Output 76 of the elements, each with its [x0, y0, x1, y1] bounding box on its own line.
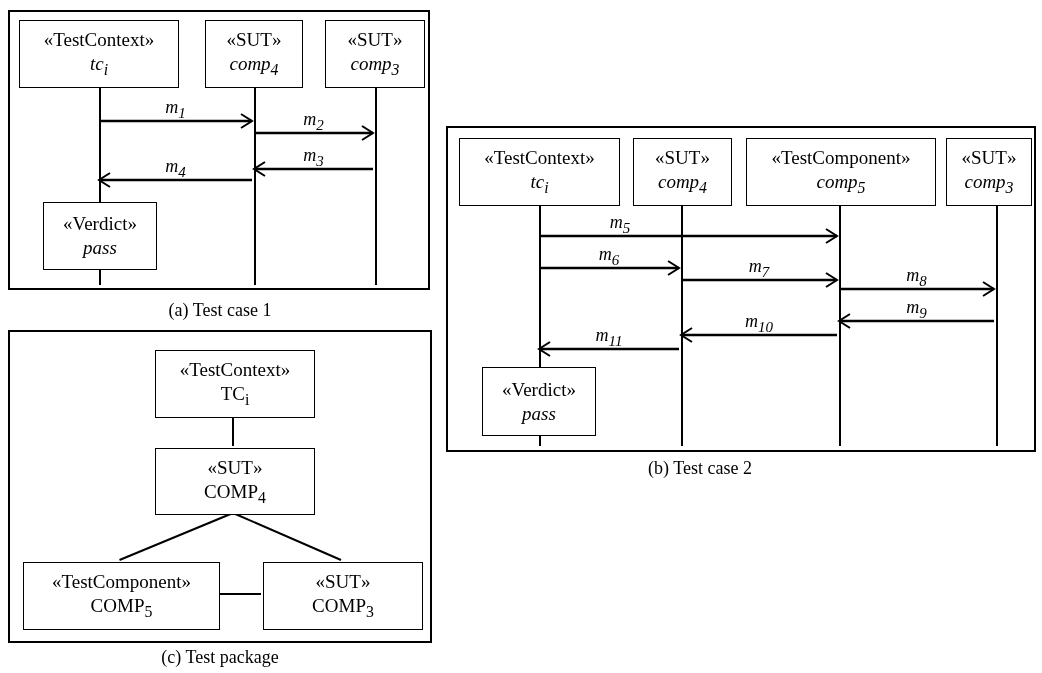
- lifeline: [996, 205, 998, 446]
- message-label: m$_{7}$: [748, 256, 770, 281]
- object-box: [155, 350, 315, 418]
- message-arrow: [680, 327, 837, 343]
- stereotype-label: «Verdict»: [502, 377, 576, 402]
- connector-line: [232, 415, 234, 447]
- connector-line: [217, 593, 262, 595]
- object-name: comp$_{5}$: [816, 170, 866, 198]
- lifeline: [99, 88, 101, 202]
- object-name: comp$_{4}$: [229, 52, 279, 80]
- lifeline: [539, 205, 541, 367]
- object-name: comp$_{3}$: [350, 52, 400, 80]
- message-label: m$_{1}$: [165, 97, 186, 122]
- message-label: m$_{8}$: [906, 265, 927, 290]
- stereotype-label: «TestComponent»: [771, 146, 911, 171]
- object-name: COMP$_{4}$: [204, 479, 266, 508]
- message-arrow: [839, 281, 995, 297]
- object-box: [746, 138, 936, 206]
- caption: (c) Test package: [161, 647, 279, 668]
- message-label: m$_{11}$: [595, 325, 623, 350]
- message-label: m$_{4}$: [165, 156, 186, 181]
- object-box: [43, 202, 157, 270]
- message-arrow: [253, 161, 373, 177]
- stereotype-label: «TestContext»: [43, 28, 155, 53]
- object-name: tc$_{i}$: [89, 52, 109, 80]
- message-arrow: [539, 260, 680, 276]
- caption: (b) Test case 2: [648, 458, 752, 479]
- stereotype-label: «TestContext»: [179, 358, 291, 383]
- object-box: [205, 20, 303, 88]
- message-arrow: [99, 113, 253, 129]
- stereotype-label: «SUT»: [226, 28, 282, 53]
- message-arrow: [98, 172, 252, 188]
- object-name: comp$_{4}$: [657, 170, 708, 198]
- message-label: m$_{3}$: [303, 145, 324, 170]
- stereotype-label: «SUT»: [655, 146, 710, 171]
- object-name: pass: [522, 401, 556, 426]
- stereotype-label: «Verdict»: [63, 212, 137, 236]
- lifeline: [254, 88, 256, 285]
- message-arrow: [254, 125, 374, 141]
- message-label: m$_{10}$: [745, 311, 773, 336]
- caption: (a) Test case 1: [168, 300, 272, 321]
- message-label: m$_{6}$: [598, 244, 620, 269]
- message-arrow: [539, 228, 838, 244]
- object-box: [155, 448, 315, 515]
- frame: [8, 10, 430, 290]
- message-label: m$_{5}$: [609, 212, 631, 237]
- object-name: tc$_{i}$: [530, 170, 549, 198]
- object-box: [263, 562, 423, 630]
- message-arrow: [538, 341, 679, 357]
- object-box: [325, 20, 425, 88]
- message-arrow: [681, 272, 838, 288]
- lifeline: [681, 205, 683, 446]
- frame: [446, 126, 1036, 452]
- stereotype-label: «SUT»: [961, 146, 1017, 171]
- frame: [8, 330, 432, 643]
- object-name: comp$_{3}$: [964, 170, 1014, 198]
- lifeline: [839, 205, 841, 446]
- object-box: [946, 138, 1032, 206]
- stereotype-label: «TestComponent»: [51, 570, 192, 595]
- message-label: m$_{2}$: [303, 109, 324, 134]
- object-box: [23, 562, 220, 630]
- stereotype-label: «SUT»: [347, 28, 403, 53]
- object-name: COMP$_{5}$: [90, 594, 153, 622]
- object-box: [19, 20, 179, 88]
- message-arrow: [838, 313, 994, 329]
- object-name: pass: [83, 236, 117, 260]
- object-name: TC$_{i}$: [220, 382, 250, 410]
- stereotype-label: «TestContext»: [484, 146, 595, 171]
- object-box: [459, 138, 620, 206]
- message-label: m$_{9}$: [906, 297, 927, 322]
- object-name: COMP$_{3}$: [312, 594, 374, 622]
- object-box: [633, 138, 732, 206]
- stereotype-label: «SUT»: [207, 455, 263, 480]
- stereotype-label: «SUT»: [315, 570, 371, 595]
- lifeline: [375, 88, 377, 285]
- object-box: [482, 367, 596, 436]
